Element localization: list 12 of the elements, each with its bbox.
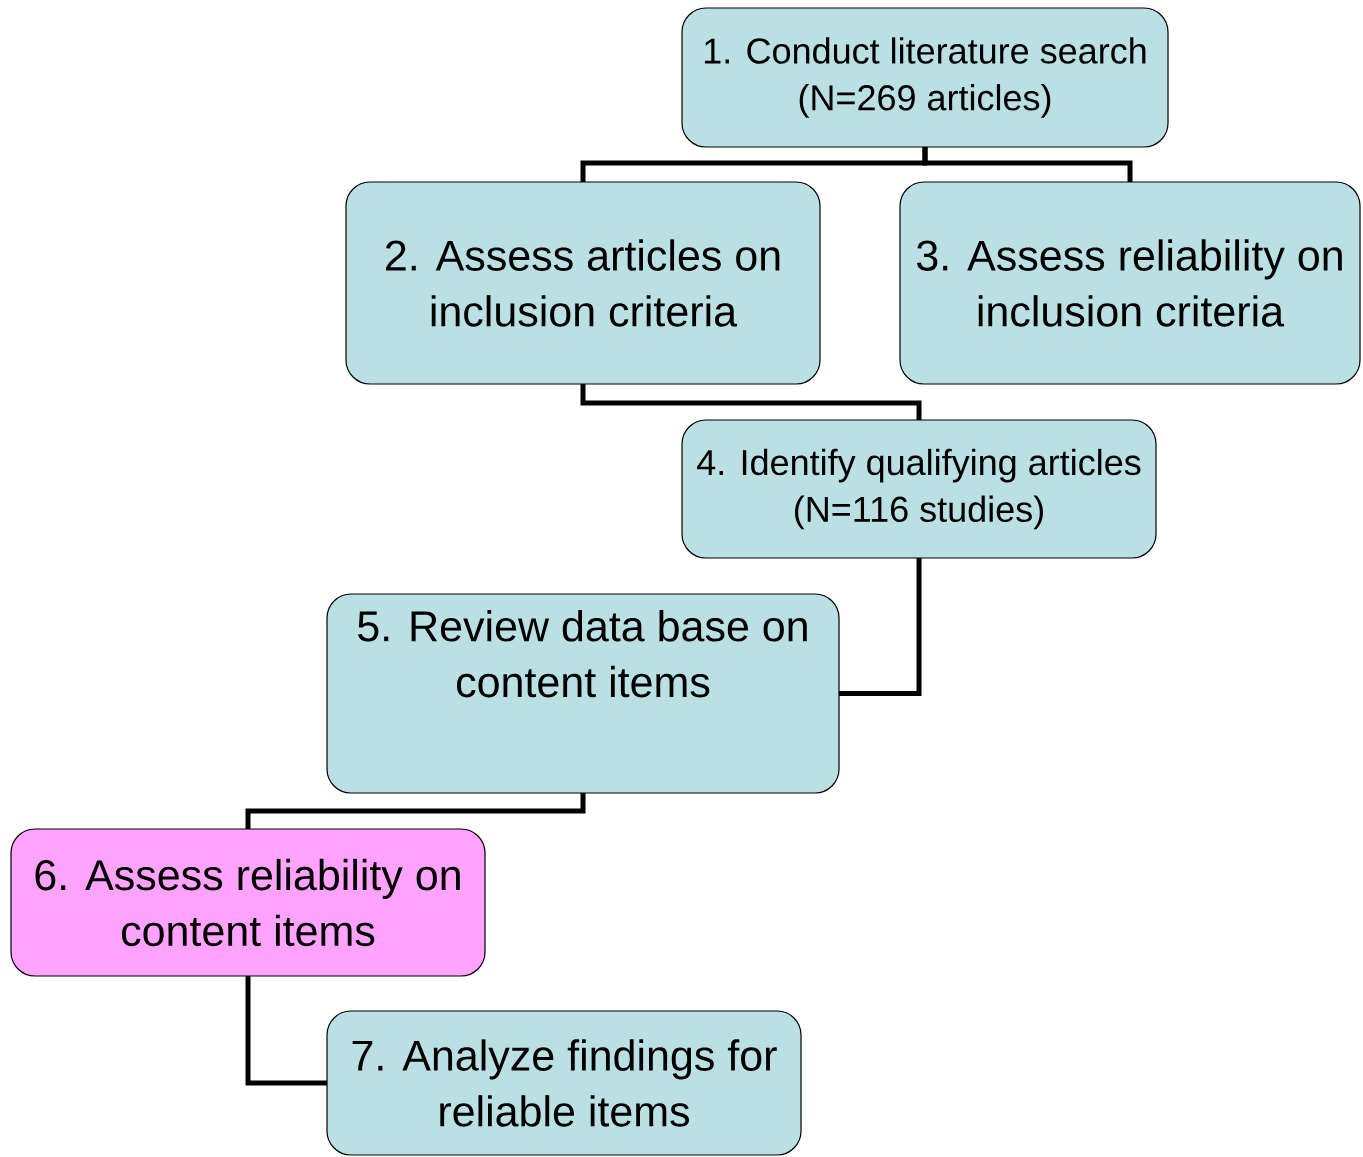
process-box: 1. Conduct literature search (N=269 articles) [681,7,1169,148]
process-box: 5. Review data base on content items [326,593,840,794]
connector-line [245,793,586,829]
process-box: 7. Analyze findings for reliable items [326,1010,802,1156]
connector-line [839,558,922,696]
process-box: 4. Identify qualifying articles (N=116 studies) [681,419,1157,559]
connector-line [580,384,922,420]
connector-line [922,147,1133,182]
connector-line [245,976,327,1086]
process-box: 6. Assess reliability on content items [10,828,486,977]
process-box: 2. Assess articles on inclusion criteria [345,181,821,385]
process-box: 3. Assess reliability on inclusion criteria [899,181,1361,385]
